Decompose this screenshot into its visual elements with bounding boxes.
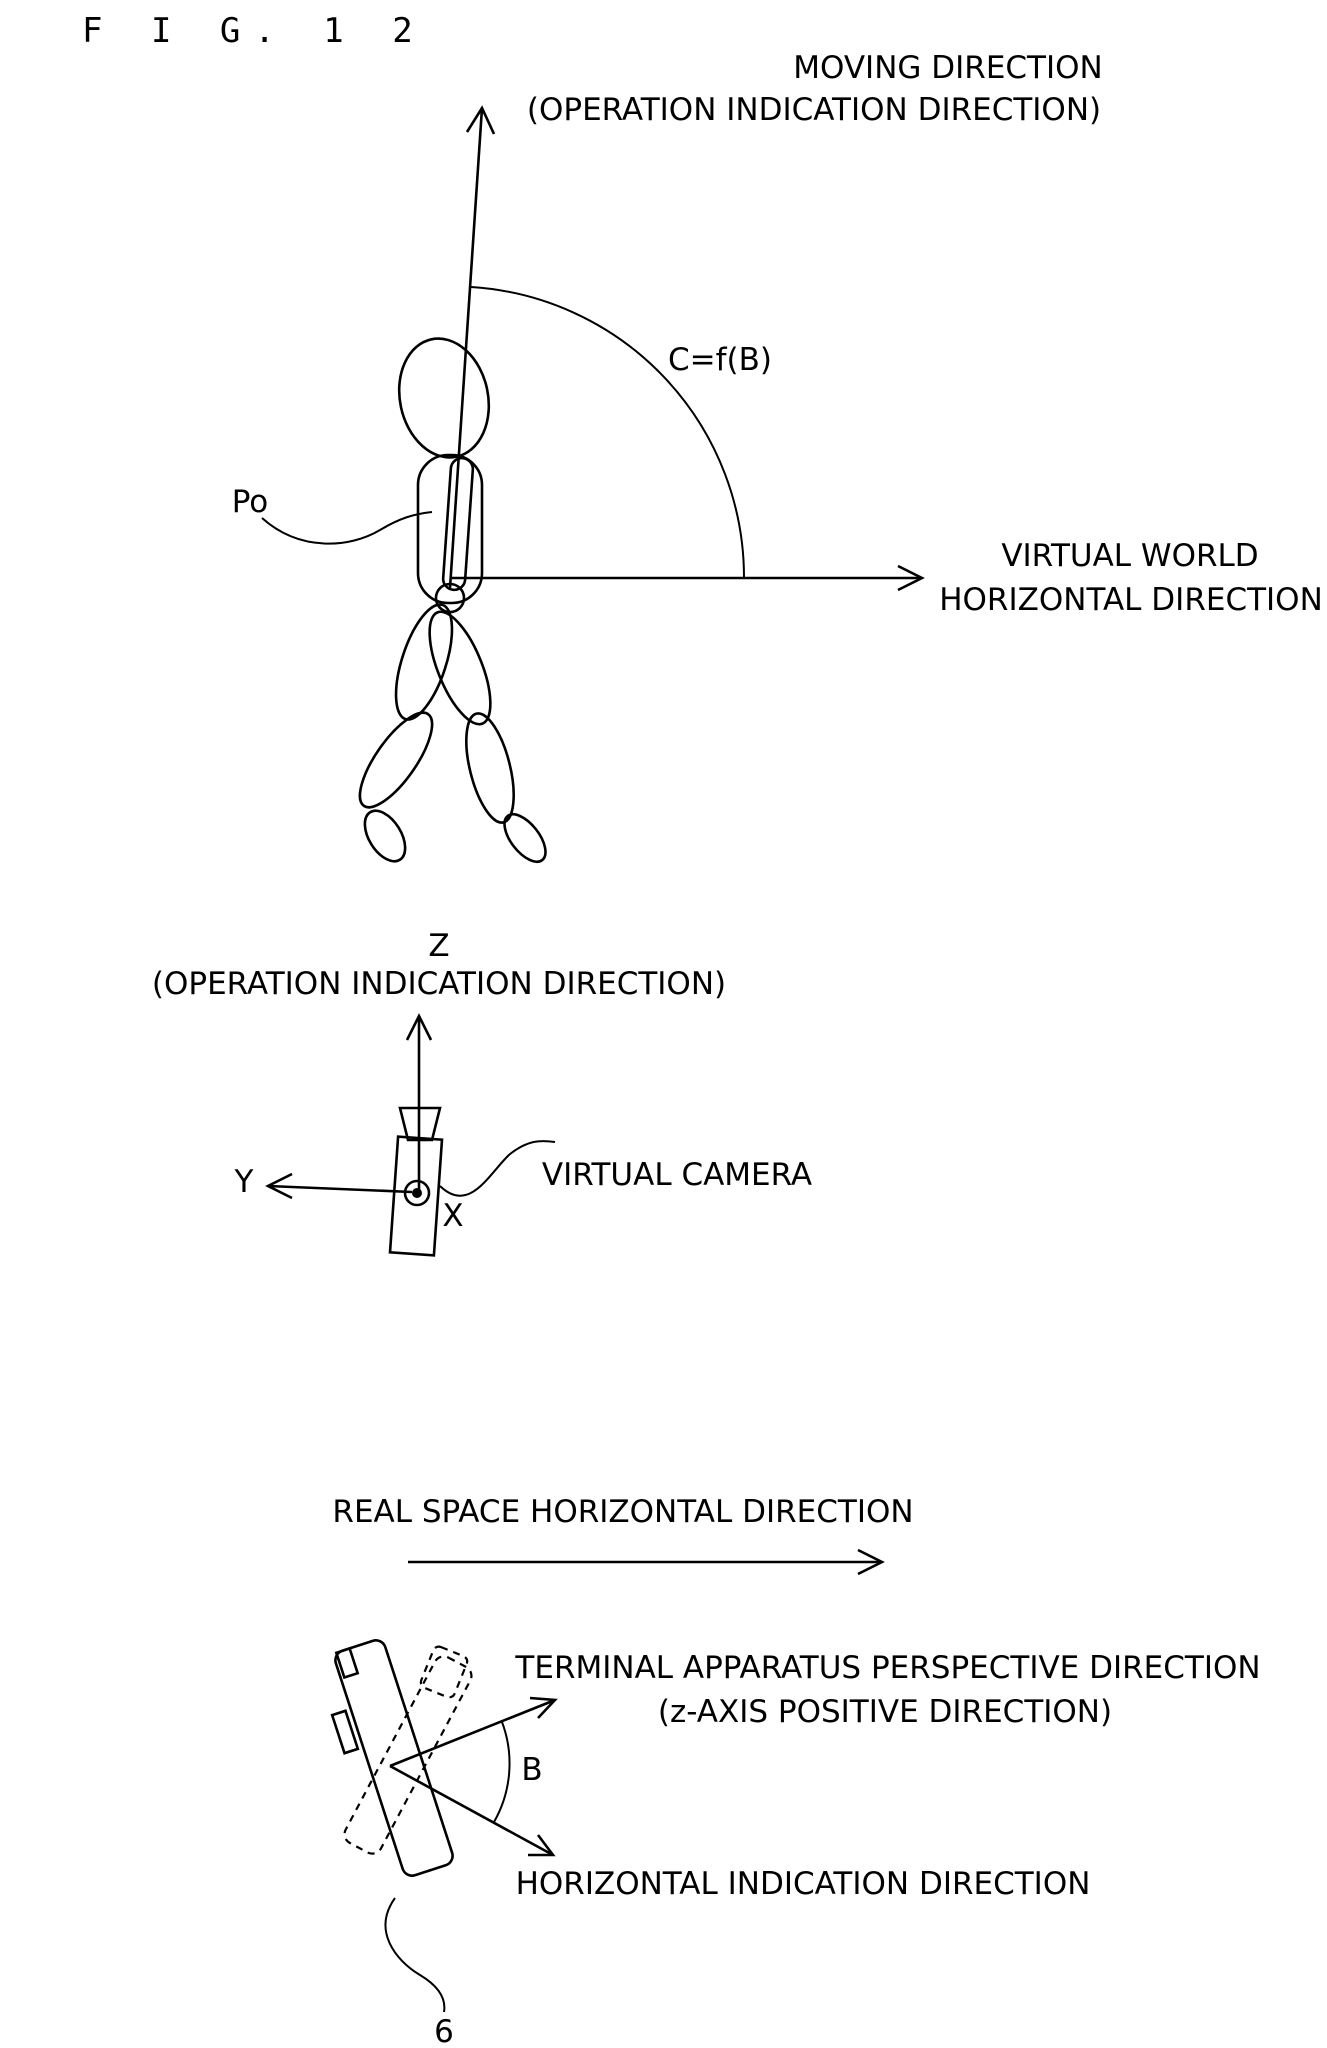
terminal-button-upper [334,1646,360,1680]
terminal-ghost-grip [419,1645,469,1699]
perspective-direction-arrowhead [529,1696,558,1719]
terminal-perspective-direction-label: TERMINAL APPARATUS PERSPECTIVE DIRECTION [514,1650,1260,1686]
z-axis-arrowhead [405,1013,433,1041]
terminal-body [334,1639,454,1877]
real-space-horizontal-direction-label: REAL SPACE HORIZONTAL DIRECTION [332,1494,913,1530]
virtual-camera-label: VIRTUAL CAMERA [542,1157,812,1193]
virtual-world-label: VIRTUAL WORLD [1001,538,1258,574]
player-head [397,337,491,459]
operation-indication-direction-label: (OPERATION INDICATION DIRECTION) [527,92,1101,128]
angle-b-label: B [521,1752,542,1788]
z-axis-positive-direction-label: (z-AXIS POSITIVE DIRECTION) [658,1694,1112,1730]
bottom-diagram: REAL SPACE HORIZONTAL DIRECTION TERMINAL… [330,1494,1261,2048]
camera-diagram: Z (OPERATION INDICATION DIRECTION) Y X V… [152,928,812,1257]
player-shin-front [465,712,515,824]
y-axis-arrow [267,1184,413,1194]
figure-title: F I G. 1 2 [82,11,427,51]
player-shin-back [358,711,434,809]
camera-x-axis-circle [403,1179,431,1207]
real-space-horizontal-arrowhead [857,1548,885,1576]
y-axis-label: Y [234,1164,254,1200]
virtual-camera-icon [388,1106,444,1257]
player-torso [416,453,484,605]
player-leader-line [261,511,433,545]
player-character [358,337,547,863]
virtual-world-horizontal-direction-label: HORIZONTAL DIRECTION [939,582,1323,618]
moving-direction-arrow [448,107,484,589]
angle-c-label: C=f(B) [668,342,772,378]
camera-leader-line [439,1140,556,1197]
player-thigh-front [428,610,492,726]
top-diagram: MOVING DIRECTION (OPERATION INDICATION D… [232,50,1323,863]
angle-c-arc [470,286,746,579]
horizontal-direction-arrowhead [897,564,925,592]
player-foot-back [363,809,407,863]
z-axis-label: Z [428,928,449,964]
angle-b-arc [493,1721,511,1823]
perspective-direction-arrow [389,1698,556,1768]
camera-x-axis-dot [412,1188,422,1198]
moving-direction-label: MOVING DIRECTION [793,50,1102,86]
x-axis-label: X [442,1198,463,1234]
z-axis-caption: (OPERATION INDICATION DIRECTION) [152,966,726,1002]
player-foot-front [503,813,547,863]
horizontal-indication-arrowhead [528,1834,556,1857]
terminal-ghost-outline [343,1645,473,1855]
horizontal-indication-direction-label: HORIZONTAL INDICATION DIRECTION [516,1866,1091,1902]
horizontal-indication-arrow [389,1764,554,1857]
player-arm [441,456,475,592]
terminal-ghost-body [343,1655,473,1855]
terminal-leader-line [384,1897,446,2013]
player-label-po: Po [232,484,269,520]
camera-body [388,1135,444,1257]
y-axis-arrowhead [265,1172,293,1200]
terminal-reference-number: 6 [434,2014,454,2048]
moving-direction-arrowhead [465,105,496,135]
terminal-button-lower [330,1709,360,1755]
terminal-apparatus [330,1639,454,1877]
